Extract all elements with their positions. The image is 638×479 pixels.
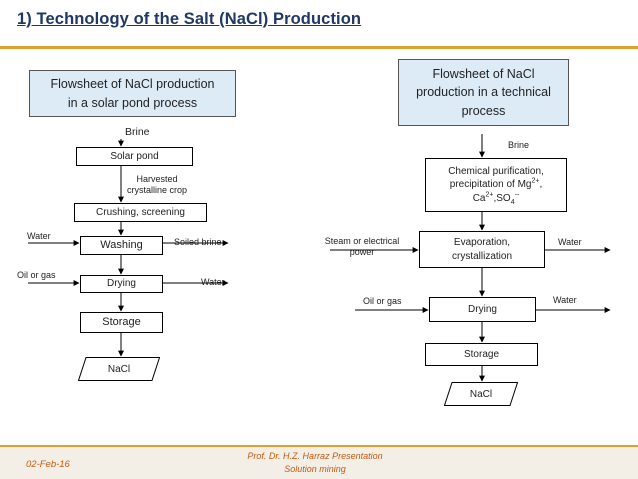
purif-line2-text: precipitation of Mg [449, 179, 532, 191]
left-heading-line2: in a solar pond process [67, 95, 198, 110]
right-storage-label: Storage [463, 348, 500, 360]
washing-label: Washing [100, 239, 143, 252]
so4-subscript: 4 [510, 198, 515, 206]
right-evap-water-label: Water [558, 237, 582, 247]
evaporation-crystallization-box: Evaporation, crystallization [419, 231, 545, 268]
left-flowsheet-heading: Flowsheet of NaCl production in a solar … [29, 70, 236, 117]
left-nacl-product: NaCl [78, 357, 160, 381]
footer-author-line2: Solution mining [284, 464, 346, 475]
soiled-brine-label: Soiled brine [174, 237, 222, 247]
harvested-crop-label: Harvested crystalline crop [122, 174, 192, 196]
slide-title: 1) Technology of the Salt (NaCl) Product… [17, 10, 362, 28]
left-water-out-label: Water [201, 277, 225, 287]
crushing-screening-box: Crushing, screening [74, 203, 207, 222]
footer-author-line1: Prof. Dr. H.Z. Harraz Presentation [247, 451, 383, 461]
left-nacl-label: NaCl [107, 363, 131, 375]
right-drying-box: Drying [429, 297, 536, 322]
left-storage-box: Storage [80, 312, 163, 333]
right-heading-line3: process [461, 103, 506, 118]
ca-symbol: Ca [472, 192, 486, 204]
footer-author: Prof. Dr. H.Z. Harraz Presentation Solut… [200, 450, 430, 476]
purif-line2-comma: , [539, 179, 543, 191]
left-brine-label: Brine [125, 126, 150, 138]
steam-line2: power [349, 246, 375, 257]
right-oil-gas-label: Oil or gas [363, 296, 402, 306]
left-nacl-parallelogram [78, 357, 160, 381]
solar-pond-label: Solar pond [110, 150, 159, 162]
left-oil-gas-label: Oil or gas [17, 270, 56, 280]
left-drying-label: Drying [107, 278, 136, 290]
right-brine-label: Brine [508, 140, 530, 150]
purif-line1: Chemical purification, [448, 165, 544, 177]
left-heading-line1: Flowsheet of NaCl production [50, 77, 215, 92]
right-flowsheet-heading: Flowsheet of NaCl production in a techni… [398, 59, 569, 126]
right-dry-water-label: Water [553, 295, 577, 305]
steam-power-label: Steam or electrical power [318, 236, 406, 258]
right-nacl-label: NaCl [469, 388, 493, 400]
right-storage-box: Storage [425, 343, 538, 366]
footer-divider [0, 445, 638, 447]
footer-band [0, 445, 638, 479]
steam-line1: Steam or electrical [324, 236, 400, 246]
chemical-purification-box: Chemical purification, precipitation of … [425, 158, 567, 212]
ca-charge: 2+ [485, 191, 494, 199]
footer-date: 02-Feb-16 [26, 459, 70, 470]
left-storage-label: Storage [102, 316, 141, 329]
washing-box: Washing [80, 236, 163, 255]
right-heading-line1: Flowsheet of NaCl [432, 67, 535, 82]
right-nacl-product: NaCl [444, 382, 518, 406]
harvested-line2: crystalline crop [126, 184, 188, 195]
right-drying-label: Drying [468, 303, 497, 315]
so-symbol: ,SO [493, 192, 511, 204]
left-water-in-label: Water [27, 231, 51, 241]
harvested-line1: Harvested [136, 174, 178, 184]
right-nacl-parallelogram [444, 382, 518, 406]
so4-charge: -- [514, 191, 520, 199]
evap-line1: Evaporation, [453, 237, 511, 248]
purif-line3: Ca2+,SO4-- [448, 191, 544, 206]
purif-line2: precipitation of Mg2+, [448, 178, 544, 192]
evap-line2: crystallization [451, 250, 513, 262]
title-divider [0, 46, 638, 49]
crushing-screening-label: Crushing, screening [96, 206, 185, 218]
right-heading-line2: production in a technical [416, 85, 551, 100]
mg-charge: 2+ [531, 177, 540, 185]
solar-pond-box: Solar pond [76, 147, 193, 166]
left-drying-box: Drying [80, 275, 163, 293]
